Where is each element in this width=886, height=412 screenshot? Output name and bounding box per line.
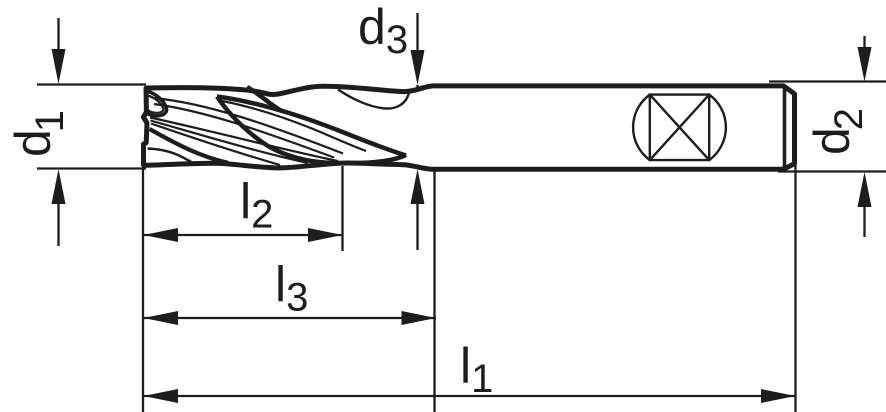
clamping-surface-symbol — [631, 93, 728, 162]
symbol-diagonal-2 — [648, 93, 711, 161]
d3-arrowhead-bottom — [410, 169, 425, 204]
end-gash-line-3 — [150, 122, 281, 167]
d2-label: d2 — [804, 108, 871, 155]
flute-line-thin-1 — [152, 96, 344, 155]
flute-lens-lower-edge — [215, 95, 408, 166]
l2-label: l2 — [240, 174, 273, 237]
l2-arrowhead-left — [143, 228, 178, 242]
end-gash-edge-thick — [148, 127, 229, 165]
d1-label: d1 — [5, 110, 72, 157]
flute-lines — [144, 85, 411, 167]
dimension-d1: d1 — [5, 18, 72, 246]
symbol-arc-left — [631, 93, 651, 162]
flute-edge-from-top — [245, 85, 283, 113]
end-mill-body — [140, 83, 797, 172]
d1-arrowhead-bottom — [51, 169, 66, 204]
l3-label: l3 — [275, 257, 308, 320]
l1-label: l1 — [460, 338, 493, 401]
symbol-arc-right — [708, 93, 728, 162]
d1-arrowhead-top — [51, 49, 66, 84]
flute-runout-bottom-left — [147, 147, 198, 167]
dimension-l3: l3 — [143, 257, 436, 325]
end-tooth-hook-inner — [147, 94, 165, 114]
d3-arrowhead-top — [410, 50, 425, 85]
flute-lens-inner-line — [221, 99, 367, 153]
dimension-l1: l1 — [143, 338, 796, 403]
end-tooth-hook-outer — [144, 89, 169, 118]
flute-lens-upper-edge — [216, 94, 407, 158]
l1-arrowhead-right — [761, 389, 796, 403]
end-gash-line-2 — [150, 119, 309, 165]
l3-arrowhead-left — [143, 311, 178, 325]
flute-runout-top — [337, 88, 411, 110]
d3-label: d3 — [358, 0, 408, 62]
l1-arrowhead-left — [143, 389, 178, 403]
dimension-l2: l2 — [143, 174, 343, 242]
dimension-d2: d2 — [804, 36, 872, 237]
end-gash-line-1 — [149, 116, 339, 163]
l2-arrowhead-right — [308, 228, 343, 242]
d2-arrowhead-bottom — [857, 172, 872, 207]
d2-arrowhead-top — [857, 47, 872, 82]
l3-arrowhead-right — [401, 311, 436, 325]
